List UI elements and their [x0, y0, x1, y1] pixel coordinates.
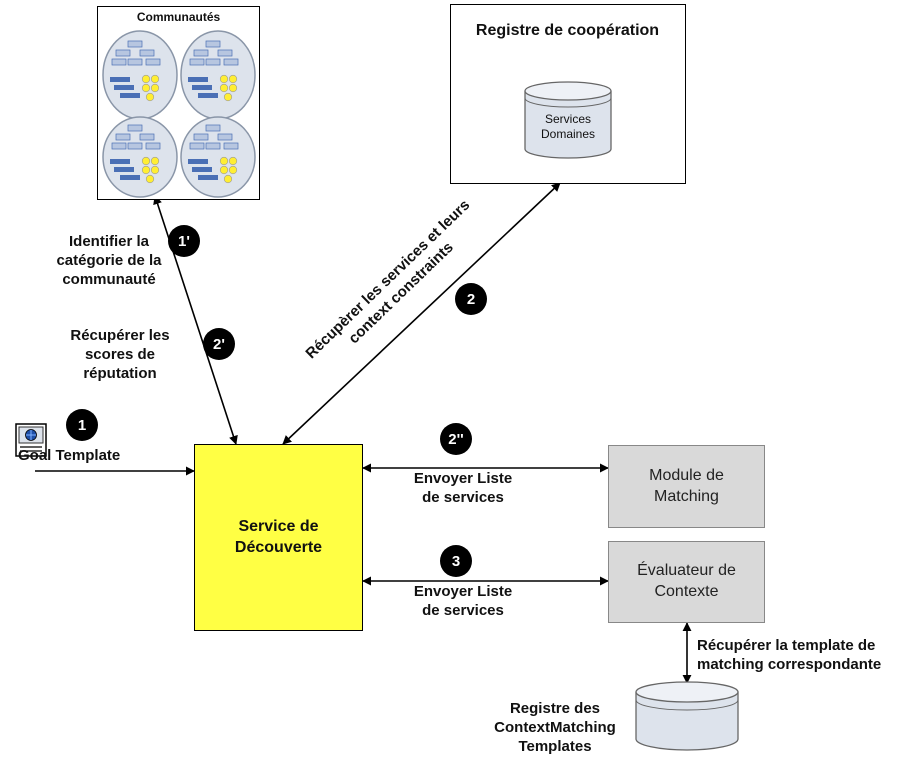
community-cluster-1	[102, 30, 178, 120]
discovery-service-line2: Découverte	[234, 538, 323, 556]
community-cluster-3	[102, 116, 178, 198]
retrieve-template-label: Récupérer la template de matching corres…	[697, 637, 882, 673]
coop-registry-box: Registre de coopération Services Domaine…	[450, 4, 686, 184]
discovery-service-line1: Service de	[238, 517, 319, 535]
goal-document-icon	[15, 423, 47, 457]
step-badge-1-prime: 1'	[168, 225, 200, 257]
step-badge-2-prime: 2'	[203, 328, 235, 360]
context-evaluator-box: Évaluateur de Contexte	[608, 541, 765, 623]
community-cluster-2	[180, 30, 256, 120]
context-evaluator-line1: Évaluateur de	[637, 562, 736, 580]
step-badge-1: 1	[66, 409, 98, 441]
reputation-scores-label: Récupérer les scores de réputation	[70, 327, 170, 382]
identify-category-label: Identifier la catégorie de la communauté	[56, 233, 162, 288]
coop-registry-title: Registre de coopération	[475, 22, 660, 39]
step-badge-2-double-prime: 2''	[440, 423, 472, 455]
step-badge-2: 2	[455, 283, 487, 315]
matching-module-line2: Matching	[654, 487, 719, 505]
templates-registry-label: Registre des ContextMatching Templates	[494, 700, 616, 755]
matching-module-box: Module de Matching	[608, 445, 765, 528]
templates-db-icon	[635, 681, 739, 751]
communities-box: Communautés	[97, 6, 260, 200]
communities-illustration	[102, 30, 256, 198]
community-cluster-4	[180, 116, 256, 198]
communities-title: Communautés	[136, 10, 221, 24]
step-badge-3: 3	[440, 545, 472, 577]
matching-module-line1: Module de	[649, 466, 724, 484]
services-domains-db-icon	[524, 81, 612, 159]
services-domains-label: Services Domaines	[540, 112, 596, 141]
discovery-service-box: Service de Découverte	[194, 444, 363, 631]
goal-template-label: Goal Template	[18, 447, 121, 464]
send-list-label-2: Envoyer Liste de services	[413, 583, 513, 619]
context-evaluator-line2: Contexte	[654, 583, 719, 600]
send-list-label-1: Envoyer Liste de services	[413, 470, 513, 506]
arrow-coop-discovery	[282, 182, 561, 445]
